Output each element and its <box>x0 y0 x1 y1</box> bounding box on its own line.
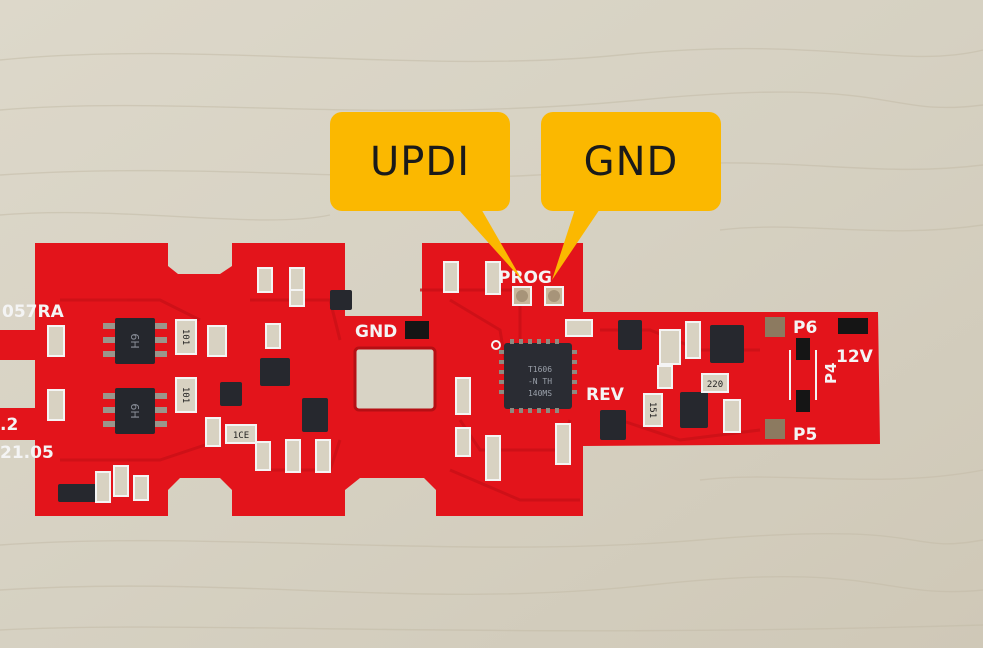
silk-p6: P6 <box>793 318 817 338</box>
ic1-marking: 6H <box>128 333 141 348</box>
res1-marking: 101 <box>180 329 190 345</box>
silk-revision: .2 <box>0 415 18 435</box>
res2-marking: 101 <box>180 387 190 403</box>
passive-components <box>47 261 741 503</box>
pcb-cutout <box>355 348 435 410</box>
mcu-chip: T1606 -N TH 140MS <box>499 339 577 413</box>
silk-prog: PROG <box>498 268 552 288</box>
mcu-marking-1: T1606 <box>528 365 552 374</box>
pcb-board <box>0 243 880 516</box>
res5-marking: 220 <box>707 380 723 390</box>
silk-rev: REV <box>586 385 625 405</box>
silk-p4: P4 <box>822 363 840 384</box>
silk-12v: 12V <box>836 347 874 367</box>
other-ics <box>58 290 744 502</box>
left-ics: 6H 6H <box>103 318 167 434</box>
silk-part-number: 057RA <box>2 302 65 322</box>
callout-gnd-shape <box>541 112 721 280</box>
silk-p5: P5 <box>793 425 817 445</box>
gnd-pad <box>405 321 429 339</box>
prog-pads <box>512 286 564 306</box>
connector-pads <box>765 317 868 439</box>
mcu-marking-3: 140MS <box>528 389 552 398</box>
silk-date: 21.05 <box>0 443 54 463</box>
res4-marking: 151 <box>647 402 657 418</box>
res3-marking: 1CE <box>233 431 249 441</box>
mcu-marking-2: -N TH <box>528 377 552 386</box>
callout-updi-shape <box>330 112 522 280</box>
silk-gnd: GND <box>355 322 397 342</box>
ic2-marking: 6H <box>128 403 141 418</box>
pin1-marker <box>491 340 501 350</box>
